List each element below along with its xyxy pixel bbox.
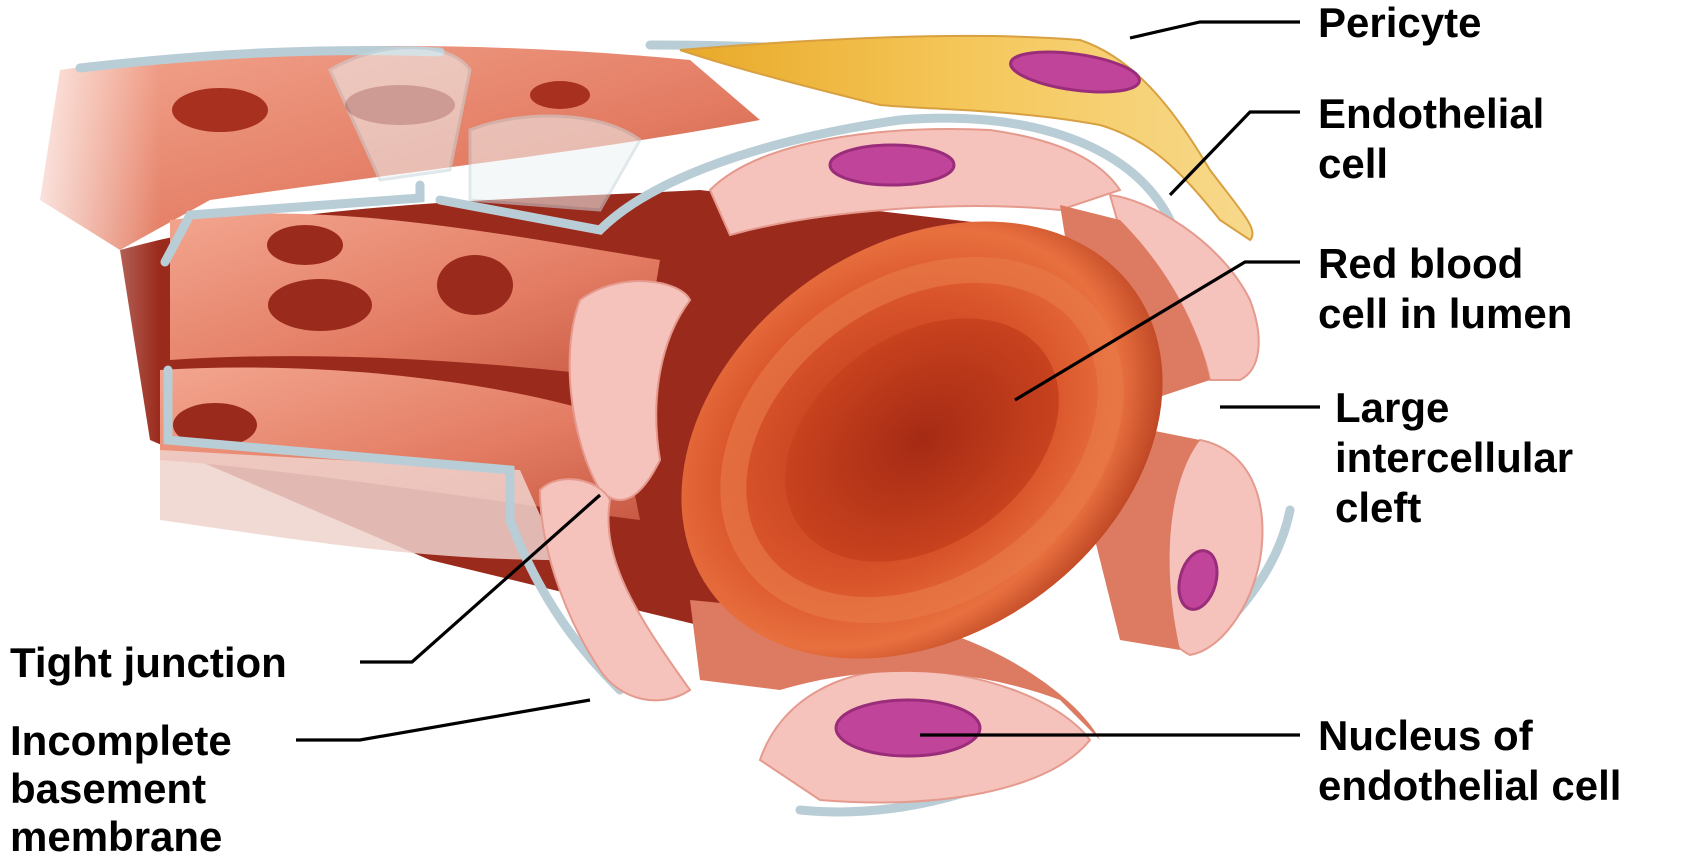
basement-membrane-leader [296, 700, 590, 740]
basement-membrane-label: Incomplete basement membrane [10, 717, 243, 860]
endothelial-nucleus-label-line: endothelial cell [1318, 762, 1621, 809]
endothelial-cell-label-line: cell [1318, 140, 1388, 187]
red-blood-cell-label: Red blood cell in lumen [1318, 240, 1572, 337]
fenestration [437, 255, 513, 315]
basement-membrane-label-line: membrane [10, 813, 222, 860]
red-blood-cell-label-line: cell in lumen [1318, 290, 1572, 337]
tight-junction-label: Tight junction [10, 639, 287, 686]
left-fade [0, 30, 160, 590]
fenestration [530, 81, 590, 109]
intercellular-cleft-label-line: intercellular [1335, 434, 1573, 481]
endothelial-cell-label: Endothelial cell [1318, 90, 1556, 187]
endothelial-nucleus [836, 700, 980, 756]
basement-membrane-label-line: basement [10, 765, 206, 812]
fenestration [172, 88, 268, 132]
red-blood-cell-label-line: Red blood [1318, 240, 1523, 287]
intercellular-cleft-label: Large intercellular cleft [1335, 384, 1585, 531]
intercellular-cleft-label-line: Large [1335, 384, 1449, 431]
endothelial-nucleus-label: Nucleus of endothelial cell [1318, 712, 1621, 809]
fenestration [268, 279, 372, 331]
endothelial-cell-label-line: Endothelial [1318, 90, 1544, 137]
pericyte-label-line: Pericyte [1318, 0, 1481, 46]
endothelial-nucleus [830, 145, 954, 185]
pericyte-leader [1130, 22, 1300, 38]
tight-junction-label-line: Tight junction [10, 639, 287, 686]
intercellular-cleft-label-line: cleft [1335, 484, 1421, 531]
endothelial-nucleus-label-line: Nucleus of [1318, 712, 1534, 759]
fenestration [267, 225, 343, 265]
pericyte-label: Pericyte [1318, 0, 1481, 46]
basement-membrane-label-line: Incomplete [10, 717, 232, 764]
